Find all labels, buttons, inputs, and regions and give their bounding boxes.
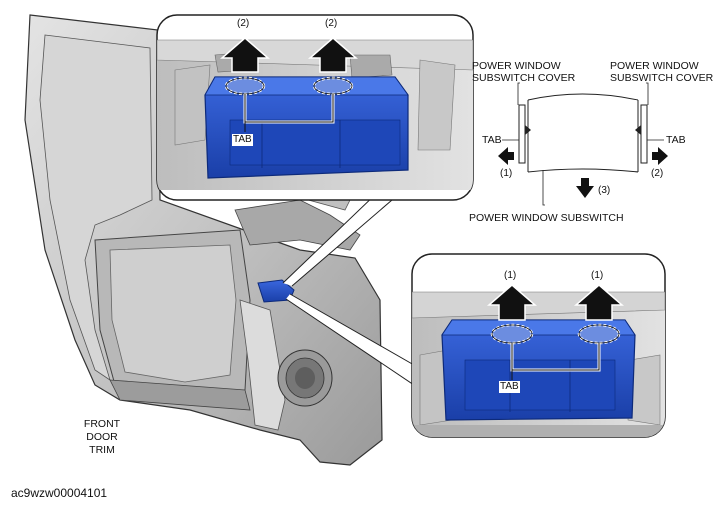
bottom-callout	[411, 253, 666, 438]
door-trim-label-line1: FRONT	[83, 418, 121, 430]
cover-left-label-line2: SUBSWITCH COVER	[472, 72, 576, 84]
schematic-arrow-down-label: (3)	[598, 185, 611, 196]
door-trim-label-line2: DOOR	[86, 431, 118, 443]
top-callout-arrow-left-label: (2)	[237, 18, 250, 29]
schematic-tab-left-label: TAB	[482, 134, 502, 146]
removal-schematic	[498, 82, 668, 206]
bottom-callout-arrow-left-label: (1)	[504, 270, 517, 281]
top-callout	[156, 14, 474, 201]
subswitch-label: POWER WINDOW SUBSWITCH	[469, 212, 624, 224]
door-trim-label-line3: TRIM	[89, 444, 115, 456]
bottom-callout-tab-label: TAB	[499, 381, 520, 393]
bottom-callout-arrow-right-label: (1)	[591, 270, 604, 281]
cover-right-label-line2: SUBSWITCH COVER	[610, 72, 714, 84]
schematic-arrow-left-label: (1)	[500, 168, 513, 179]
figure-code: ac9wzw00004101	[11, 486, 108, 500]
cover-left-label-line1: POWER WINDOW	[472, 60, 561, 72]
top-callout-tab-label: TAB	[232, 134, 253, 146]
cover-right-label-line1: POWER WINDOW	[610, 60, 699, 72]
schematic-arrow-right-label: (2)	[651, 168, 664, 179]
top-callout-arrow-right-label: (2)	[325, 18, 338, 29]
schematic-tab-right-label: TAB	[666, 134, 686, 146]
